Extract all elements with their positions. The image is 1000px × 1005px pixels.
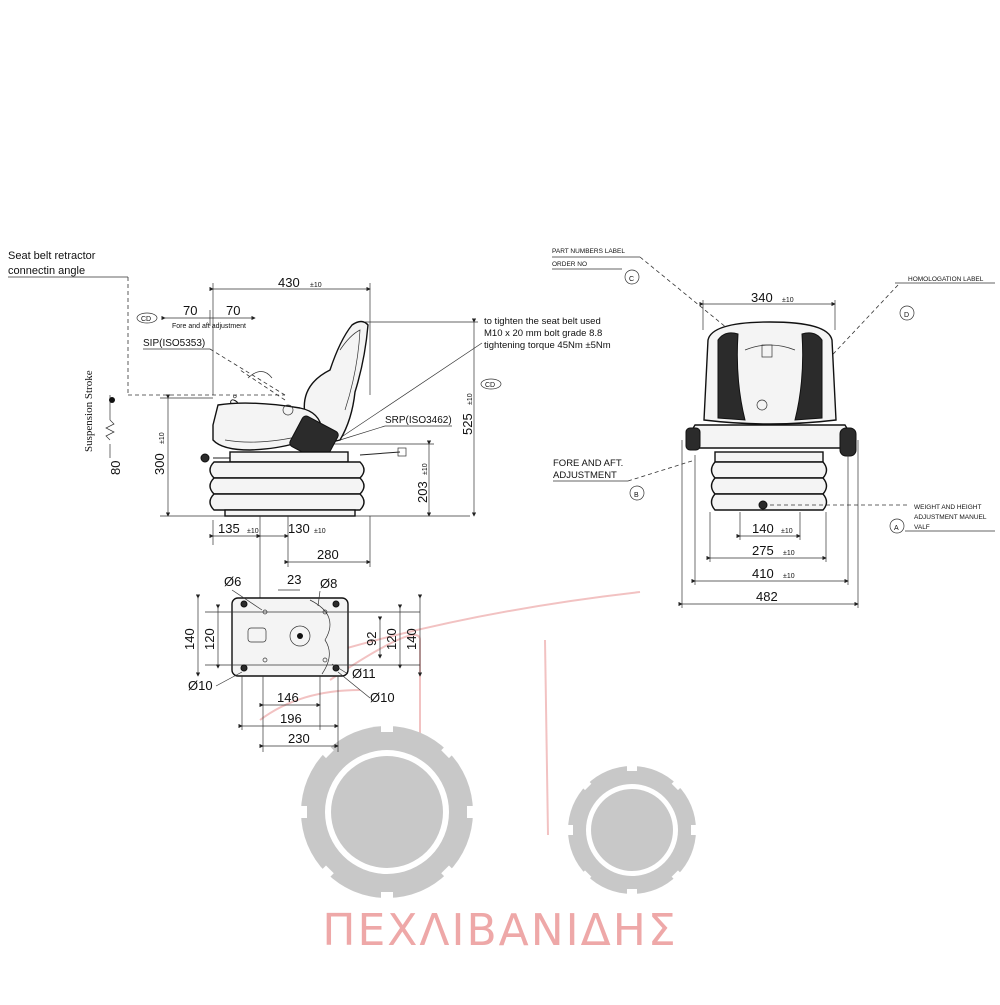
base-h140-left: 140 (182, 628, 197, 650)
belt-note-2: M10 x 20 mm bolt grade 8.8 (484, 328, 602, 339)
base-w196: 196 (280, 711, 302, 726)
base-d6: Ø6 (224, 574, 241, 589)
callout-c (624, 269, 640, 285)
stroke-80: 80 (108, 461, 123, 475)
base-d8: Ø8 (320, 576, 337, 591)
base-d10-left: Ø10 (188, 678, 213, 693)
watermark-small-wheel (565, 763, 699, 897)
height-203: 203 (415, 481, 430, 503)
tol-525: ±10 (467, 393, 474, 405)
cd-badge (136, 312, 158, 324)
height-525: 525 (460, 413, 475, 435)
base-h140-right: 140 (404, 628, 419, 650)
callout-d (899, 305, 915, 321)
fore-aft-label-2: ADJUSTMENT (553, 470, 617, 481)
tol-300: ±10 (159, 432, 166, 444)
base-plate-view: Ø6 23 Ø8 140 120 92 120 140 Ø11 Ø10 Ø10 … (182, 572, 423, 752)
sip-label: SIP(ISO5353) (143, 338, 205, 349)
seat-side-drawing (200, 320, 407, 517)
watermark-tractor (259, 591, 699, 902)
retractor-label-line2: connectin angle (8, 265, 85, 277)
belt-note-3: tightening torque 45Nm ±5Nm (484, 340, 611, 351)
width-430: 430 (278, 275, 300, 290)
callout-c-letter: C (629, 276, 634, 283)
callout-b (629, 485, 645, 501)
belt-note-1: to tighten the seat belt used (484, 316, 601, 327)
tol-140: ±10 (781, 528, 793, 535)
fore-aft-70-left: 70 (183, 303, 197, 318)
brand-watermark-text: ΠΕΧΛΙΒΑΝΙΔΗΣ (322, 905, 678, 956)
cd-label-1: CD (141, 316, 151, 323)
width-482: 482 (756, 589, 778, 604)
base-w230: 230 (288, 731, 310, 746)
base-h120-left: 120 (202, 628, 217, 650)
base-d11: Ø11 (352, 666, 376, 681)
dim-280: 280 (317, 547, 339, 562)
callout-d-letter: D (904, 312, 909, 319)
front-view: PART NUMBERS LABEL ORDER NO C HOMOLOGATI… (552, 248, 995, 608)
tol-275: ±10 (783, 550, 795, 557)
fore-aft-note: Fore and aft adjustment (172, 323, 246, 330)
height-300: 300 (152, 453, 167, 475)
base-d10-right: Ø10 (370, 690, 395, 705)
base-h120-right: 120 (384, 628, 399, 650)
base-23: 23 (287, 572, 301, 587)
retractor-label-line1: Seat belt retractor (8, 250, 96, 262)
stroke-indicator (109, 397, 115, 403)
callout-a (889, 518, 905, 534)
callout-b-letter: B (634, 492, 639, 499)
callout-a-letter: A (894, 525, 899, 532)
tol-130: ±10 (314, 528, 326, 535)
order-no-label: ORDER NO (552, 261, 587, 268)
tol-410: ±10 (783, 573, 795, 580)
width-275: 275 (752, 543, 774, 558)
tol-430: ±10 (310, 282, 322, 289)
weight-label-1: WEIGHT AND HEIGHT (914, 504, 981, 511)
side-view: Seat belt retractor connectin angle CD C… (8, 250, 611, 600)
fore-aft-70-right: 70 (226, 303, 240, 318)
watermark-big-wheel (297, 722, 477, 902)
tol-203: ±10 (422, 463, 429, 475)
dim-135: 135 (218, 521, 240, 536)
cd-badge (480, 378, 502, 390)
weight-label-2: ADJUSTMENT MANUEL (914, 514, 987, 521)
homologation-label: HOMOLOGATION LABEL (908, 276, 984, 283)
width-340: 340 (751, 290, 773, 305)
width-410: 410 (752, 566, 774, 581)
srp-label: SRP(ISO3462) (385, 415, 452, 426)
tol-340: ±10 (782, 297, 794, 304)
weight-label-3: VALF (914, 524, 930, 531)
part-numbers-label: PART NUMBERS LABEL (552, 248, 625, 255)
suspension-stroke-label: Suspension Stroke (83, 370, 95, 452)
tol-135: ±10 (247, 528, 259, 535)
base-w146: 146 (277, 690, 299, 705)
seat-front-drawing (685, 321, 857, 511)
width-140: 140 (752, 521, 774, 536)
base-h92: 92 (364, 632, 379, 646)
fore-aft-label-1: FORE AND AFT. (553, 458, 623, 469)
dim-130: 130 (288, 521, 310, 536)
cd-label-2: CD (485, 382, 495, 389)
